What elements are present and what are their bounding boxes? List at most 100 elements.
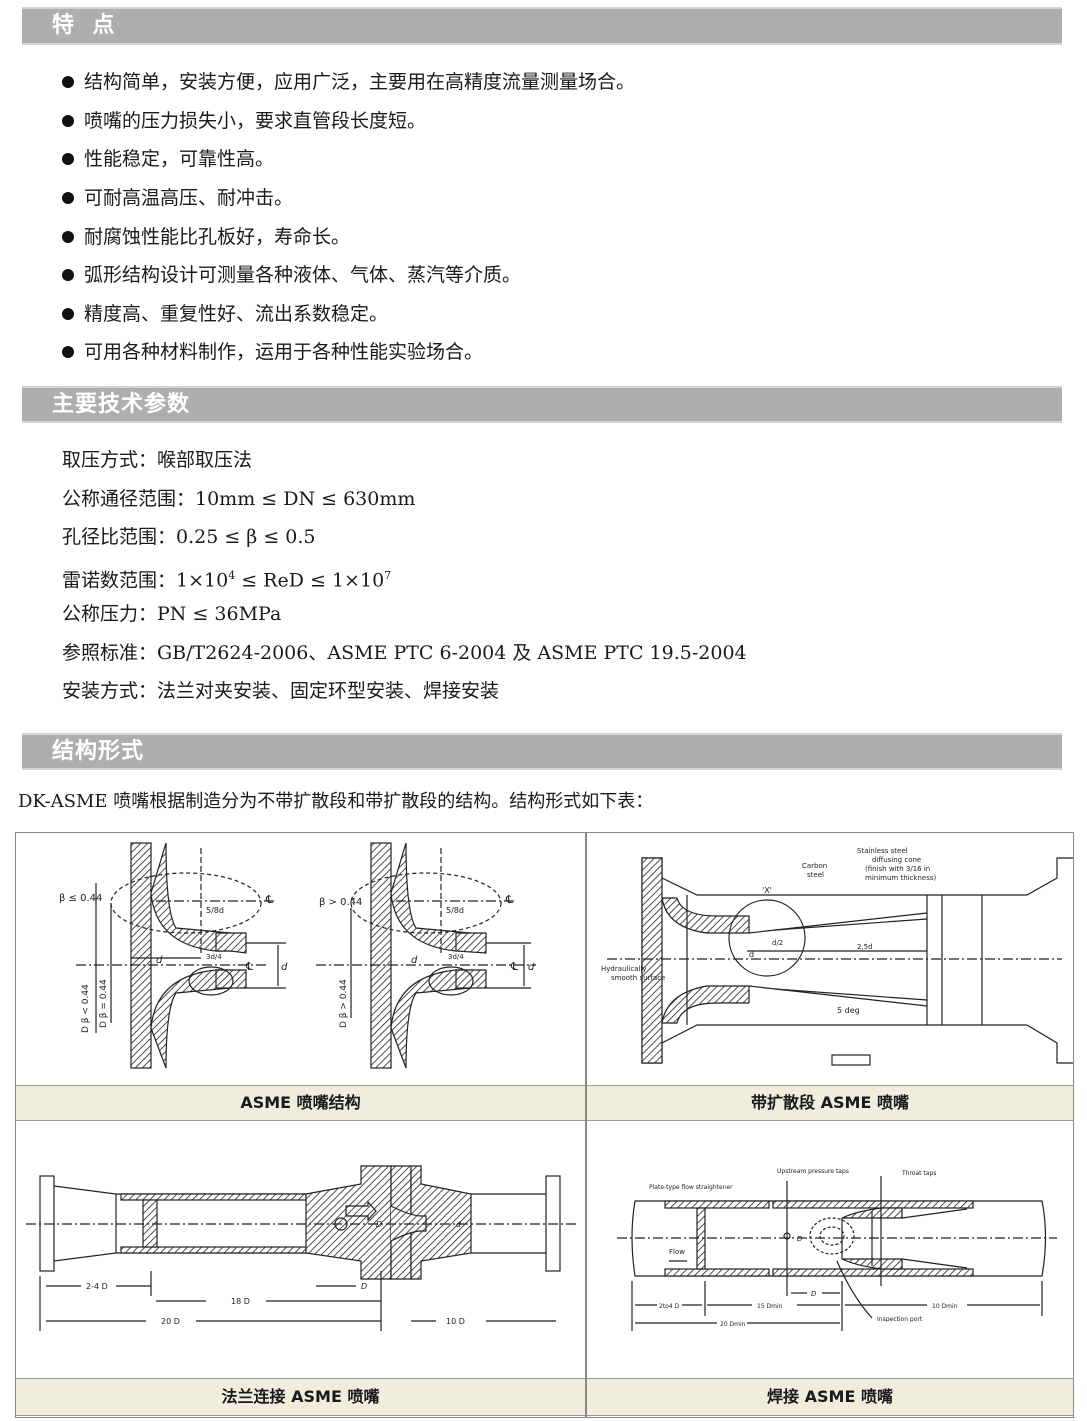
label: minimum thickness)	[865, 874, 937, 882]
label: 3d/4	[448, 953, 464, 961]
list-item: 耐腐蚀性能比孔板好，寿命长。	[62, 217, 635, 256]
label: D	[797, 1235, 803, 1243]
section-header-params: 主要技术参数	[22, 386, 1062, 423]
label: d	[528, 962, 535, 973]
caption-text: 带扩散段 ASME 喷嘴	[751, 1093, 909, 1112]
label: 2-4 D	[86, 1282, 108, 1291]
column-divider	[585, 833, 587, 1417]
param-pressure: 公称压力：PN ≤ 36MPa	[62, 603, 282, 625]
label: Stainless steel	[857, 847, 908, 855]
feature-text: 喷嘴的压力损失小，要求直管段长度短。	[84, 109, 427, 132]
label: Hydraulically	[601, 965, 647, 973]
label: d	[281, 962, 288, 973]
label: Throat taps	[901, 1170, 936, 1177]
section-title: 主要技术参数	[52, 392, 191, 417]
figure-asme-nozzle: β ≤ 0.44 β > 0.44 5/8d 5/8d ℄ ℄ ℄ ℄ d d …	[16, 833, 585, 1085]
param-beta-range: 孔径比范围：0.25 ≤ β ≤ 0.5	[62, 526, 316, 548]
label: d	[749, 950, 754, 959]
label: D β = 0.44	[99, 979, 109, 1028]
label: β ≤ 0.44	[59, 893, 102, 904]
list-item: 结构简单，安装方便，应用广泛，主要用在高精度流量测量场合。	[62, 63, 635, 102]
label: Carbon	[802, 862, 827, 870]
figure-caption: 焊接 ASME 喷嘴	[587, 1378, 1073, 1416]
param-pressure-tap: 取压方式：喉部取压法	[62, 449, 253, 471]
label: 18 D	[231, 1297, 250, 1306]
figure-table: β ≤ 0.44 β > 0.44 5/8d 5/8d ℄ ℄ ℄ ℄ d d …	[15, 832, 1078, 1418]
label: D	[361, 1282, 367, 1291]
bullet-icon	[62, 192, 74, 205]
label: ℄	[245, 960, 253, 973]
label: 5/8d	[446, 906, 464, 915]
welded-nozzle-diagram: Upstream pressure taps Throat taps Plate…	[617, 1168, 1057, 1331]
label: 20 Dmin	[720, 1321, 746, 1328]
label: steel	[807, 871, 824, 879]
label: 3d/4	[206, 953, 222, 961]
nozzle-structure-diagram: β ≤ 0.44 β > 0.44 5/8d 5/8d ℄ ℄ ℄ ℄ d d …	[59, 842, 536, 1069]
figure-caption: 带扩散段 ASME 喷嘴	[587, 1085, 1073, 1121]
label: ℄	[265, 893, 273, 906]
param-installation: 安装方式：法兰对夹安装、固定环型安装、焊接安装	[62, 680, 500, 702]
section-header-features: 特 点	[22, 7, 1062, 45]
label: 15 Dmin	[757, 1303, 783, 1310]
feature-text: 可耐高温高压、耐冲击。	[84, 187, 294, 210]
param-standards: 参照标准：GB/T2624-2006、ASME PTC 6-2004 及 ASM…	[62, 641, 747, 664]
figure-caption: ASME 喷嘴结构	[16, 1085, 585, 1121]
bullet-icon	[62, 307, 74, 320]
figure-flanged-nozzle: 2-4 D 18 D 20 D 10 D D D d	[16, 1121, 585, 1378]
caption-text: 法兰连接 ASME 喷嘴	[221, 1387, 380, 1406]
label: D	[376, 1220, 382, 1229]
label: ℄	[510, 960, 518, 973]
label: D	[811, 1290, 817, 1298]
label: 10 Dmin	[932, 1303, 958, 1310]
list-item: 喷嘴的压力损失小，要求直管段长度短。	[62, 102, 635, 141]
section-title: 特 点	[52, 13, 116, 38]
figure-caption: 法兰连接 ASME 喷嘴	[16, 1378, 585, 1416]
label: ℄	[505, 893, 513, 906]
label: Plate-type flow straightener	[649, 1184, 733, 1191]
list-item: 弧形结构设计可测量各种液体、气体、蒸汽等介质。	[62, 256, 635, 295]
exponent: 4	[228, 568, 236, 582]
label: (finish with 3/16 in	[865, 865, 930, 873]
label: diffusing cone	[872, 856, 921, 864]
label: d	[411, 955, 418, 966]
param-diameter-range: 公称通径范围：10mm ≤ DN ≤ 630mm	[62, 487, 416, 510]
bullet-icon	[62, 114, 74, 127]
flanged-nozzle-diagram: 2-4 D 18 D 20 D 10 D D D d	[26, 1165, 576, 1331]
text: 雷诺数范围：1×10	[62, 568, 229, 591]
label: β > 0.44	[319, 897, 362, 908]
bullet-icon	[62, 269, 74, 282]
label: 20 D	[161, 1317, 180, 1326]
label: D β > 0.44	[339, 979, 349, 1028]
label: Flow	[669, 1248, 685, 1256]
structure-intro: DK-ASME 喷嘴根据制造分为不带扩散段和带扩散段的结构。结构形式如下表：	[18, 791, 654, 812]
figure-diffuser-nozzle: Stainless steel diffusing cone (finish w…	[587, 833, 1078, 1085]
param-list: 取压方式：喉部取压法 公称通径范围：10mm ≤ DN ≤ 630mm 孔径比范…	[62, 443, 747, 713]
feature-text: 结构简单，安装方便，应用广泛，主要用在高精度流量测量场合。	[84, 71, 636, 94]
list-item: 性能稳定，可靠性高。	[62, 140, 635, 179]
param-reynolds-range: 雷诺数范围：1×104 ≤ ReD ≤ 1×107	[62, 559, 747, 598]
bullet-icon	[62, 230, 74, 243]
feature-text: 耐腐蚀性能比孔板好，寿命长。	[84, 225, 351, 248]
label: d	[456, 1220, 462, 1229]
bullet-icon	[62, 76, 74, 89]
diffuser-nozzle-diagram: Stainless steel diffusing cone (finish w…	[601, 847, 1078, 1066]
section-header-structure: 结构形式	[22, 733, 1062, 770]
label: Upstream pressure taps	[777, 1168, 849, 1175]
label: Inspection port	[877, 1316, 923, 1323]
list-item: 精度高、重复性好、流出系数稳定。	[62, 295, 635, 334]
label: 5 deg	[837, 1006, 860, 1015]
feature-text: 可用各种材料制作，运用于各种性能实验场合。	[84, 341, 484, 364]
label: 'X'	[762, 886, 772, 895]
figure-welded-nozzle: Upstream pressure taps Throat taps Plate…	[587, 1121, 1073, 1378]
caption-text: ASME 喷嘴结构	[240, 1093, 361, 1112]
exponent: 7	[384, 568, 392, 582]
bullet-icon	[62, 153, 74, 166]
list-item: 可用各种材料制作，运用于各种性能实验场合。	[62, 333, 635, 372]
feature-text: 精度高、重复性好、流出系数稳定。	[84, 302, 389, 325]
label: 10 D	[446, 1317, 465, 1326]
label: D β < 0.44	[81, 984, 91, 1033]
text: ≤ ReD ≤ 1×10	[235, 568, 385, 591]
bullet-icon	[62, 346, 74, 359]
caption-text: 焊接 ASME 喷嘴	[767, 1387, 893, 1406]
label: 2to4 D	[659, 1303, 680, 1310]
